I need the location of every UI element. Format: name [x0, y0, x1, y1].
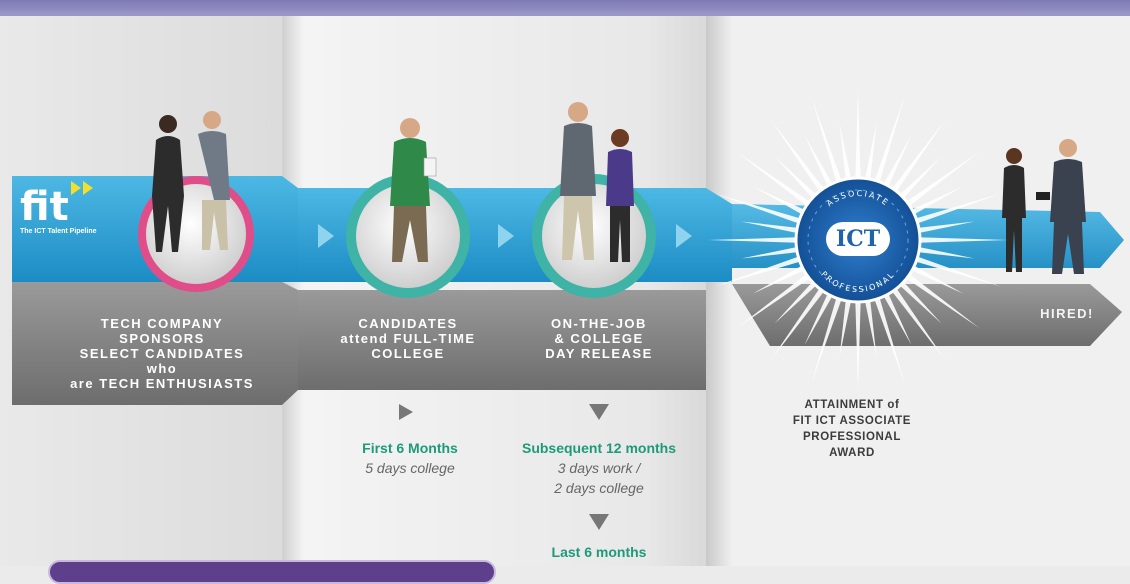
starburst-ray — [804, 292, 834, 346]
starburst-ray — [774, 280, 818, 324]
starburst-ray — [839, 298, 852, 357]
starburst-ray — [914, 255, 1001, 287]
starburst-ray — [769, 118, 825, 194]
starburst-ray — [804, 134, 834, 188]
hired-label: HIRED! — [1040, 306, 1094, 321]
step-onjob-line: ON-THE-JOB — [551, 316, 647, 331]
phase-first-detail: 5 days college — [365, 460, 455, 476]
starburst-ray — [752, 264, 806, 294]
step-onjob-line: & COLLEGE — [554, 331, 644, 346]
award-line: FIT ICT ASSOCIATE — [792, 415, 912, 427]
pipeline-diagram: ICT ASSOCIATE PROFESSIONAL — [12, 90, 1124, 530]
starburst-ray — [741, 221, 800, 234]
starburst-ray — [916, 221, 975, 234]
phase-last-title: Last 6 months — [551, 544, 647, 560]
onjob-people-icon — [560, 102, 634, 262]
starburst-ray — [811, 296, 843, 383]
step-sponsor-line: TECH COMPANY — [100, 316, 224, 331]
starburst-ray — [752, 186, 806, 216]
step-sponsor-line: SELECT CANDIDATES who — [79, 346, 245, 376]
step-candidates-line: COLLEGE — [371, 346, 445, 361]
starburst-ray — [741, 246, 800, 259]
phase-arrow-down-2 — [589, 514, 609, 530]
starburst-ray — [873, 296, 905, 383]
starburst-ray — [811, 97, 843, 184]
top-bar — [0, 0, 1130, 16]
grey-band — [12, 282, 298, 405]
fit-logo: fit The ICT Talent Pipeline — [20, 181, 101, 235]
starburst-ray — [715, 193, 802, 225]
step-sponsor-label: TECH COMPANY SPONSORS SELECT CANDIDATES … — [62, 316, 262, 391]
starburst-ray — [864, 298, 877, 357]
grey-band-mid — [298, 290, 706, 390]
award-line: AWARD — [829, 447, 875, 459]
step-onjob-line: DAY RELEASE — [545, 346, 653, 361]
starburst-ray — [873, 97, 905, 184]
starburst-ray — [917, 237, 1008, 243]
band-arrow-3 — [676, 224, 692, 248]
starburst-ray — [882, 292, 912, 346]
ict-badge-centre — [826, 222, 890, 256]
phase-arrow-right — [399, 404, 413, 420]
phase-subsequent-detail: 3 days work / — [557, 460, 641, 476]
starburst-ray — [891, 286, 947, 362]
band-arrow-1 — [318, 224, 334, 248]
step-sponsor-line: are TECH ENTHUSIASTS — [70, 376, 254, 391]
phase-arrow-down-1 — [589, 404, 609, 420]
step-candidates-line: CANDIDATES — [358, 316, 458, 331]
phase-subsequent-detail: 2 days college — [554, 480, 644, 496]
fit-tagline: The ICT Talent Pipeline — [20, 228, 97, 235]
starburst-ray — [839, 123, 852, 182]
starburst-ray — [891, 118, 947, 194]
starburst-ray — [736, 273, 812, 329]
starburst-ray — [910, 186, 964, 216]
band-arrow-2 — [498, 224, 514, 248]
award-line: PROFESSIONAL — [803, 431, 901, 443]
bottom-info-box — [48, 560, 496, 584]
phase-first: First 6 Months 5 days college — [320, 440, 500, 476]
hired-people-icon — [1002, 139, 1086, 274]
starburst-ray — [736, 151, 812, 207]
award-starburst — [708, 90, 1008, 390]
panel-fold-2 — [706, 16, 732, 566]
starburst-ray — [898, 280, 942, 324]
starburst-ray — [864, 123, 877, 182]
starburst-ray — [910, 264, 964, 294]
starburst-ray — [715, 255, 802, 287]
step-onjob-label: ON-THE-JOB & COLLEGE DAY RELEASE — [514, 316, 684, 361]
phase-first-title: First 6 Months — [362, 440, 458, 456]
starburst-ray — [916, 246, 975, 259]
phase-subsequent: Subsequent 12 months 3 days work / 2 day… — [494, 440, 704, 496]
phase-subsequent-title: Subsequent 12 months — [521, 440, 677, 456]
award-text: ATTAINMENT of FIT ICT ASSOCIATE PROFESSI… — [782, 397, 922, 461]
step-candidates-label: CANDIDATES attend FULL-TIME COLLEGE — [318, 316, 498, 361]
step-sponsor-line: SPONSORS — [119, 331, 205, 346]
award-line: ATTAINMENT of — [804, 399, 900, 411]
starburst-ray — [898, 156, 942, 200]
starburst-ray — [708, 237, 799, 243]
sponsor-people-icon — [152, 111, 230, 252]
badge-inner-ring — [807, 189, 909, 291]
phase-last: Last 6 months — [514, 544, 684, 560]
starburst-ray — [774, 156, 818, 200]
starburst-ray — [904, 151, 980, 207]
starburst-ray — [914, 193, 1001, 225]
starburst-ray — [769, 286, 825, 362]
starburst-ray — [904, 273, 980, 329]
starburst-ray — [882, 134, 912, 188]
fit-arrows-icon — [70, 181, 101, 200]
step-candidates-line: attend FULL-TIME — [340, 331, 476, 346]
candidates-disc — [356, 184, 460, 288]
fit-logo-text: fit — [20, 184, 69, 230]
starburst-ray — [855, 90, 861, 181]
ict-badge-text: ICT — [836, 226, 881, 252]
candidate-person-icon — [390, 118, 437, 262]
starburst-ray — [855, 299, 861, 390]
